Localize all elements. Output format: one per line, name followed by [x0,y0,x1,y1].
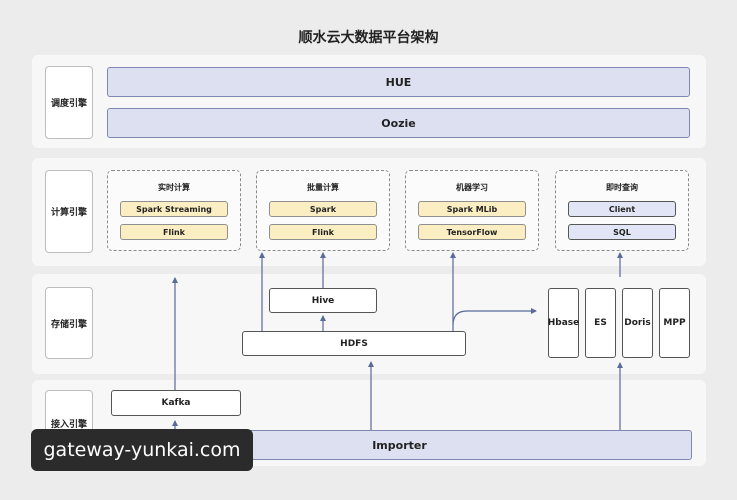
watermark-badge: gateway-yunkai.com [31,429,253,471]
group-title: 批量计算 [307,183,339,192]
spark-streaming-item: Spark Streaming [120,201,228,217]
kafka-box: Kafka [111,390,241,416]
hive-box: Hive [269,288,377,313]
diagram-title: 顺水云大数据平台架构 [298,30,439,46]
es-box: ES [585,288,616,358]
group-title: 实时计算 [158,183,190,192]
arrow-hdfs-to-stores [452,308,537,326]
doris-box: Doris [622,288,653,358]
oozie-bar: Oozie [107,108,690,138]
spark-batch-item: Spark [269,201,377,217]
flink-batch-item: Flink [269,224,377,240]
sql-item: SQL [568,224,676,240]
storage-layer-label: 存储引擎 [45,287,93,359]
tensorflow-item: TensorFlow [418,224,526,240]
scheduling-layer-label: 调度引擎 [45,66,93,139]
hdfs-box: HDFS [242,331,466,356]
group-title: 即时查询 [606,183,638,192]
group-title: 机器学习 [456,183,488,192]
flink-realtime-item: Flink [120,224,228,240]
spark-mlib-item: Spark MLib [418,201,526,217]
hbase-box: Hbase [548,288,579,358]
hue-bar: HUE [107,67,690,97]
mpp-box: MPP [659,288,690,358]
compute-layer-label: 计算引擎 [45,170,93,253]
client-item: Client [568,201,676,217]
